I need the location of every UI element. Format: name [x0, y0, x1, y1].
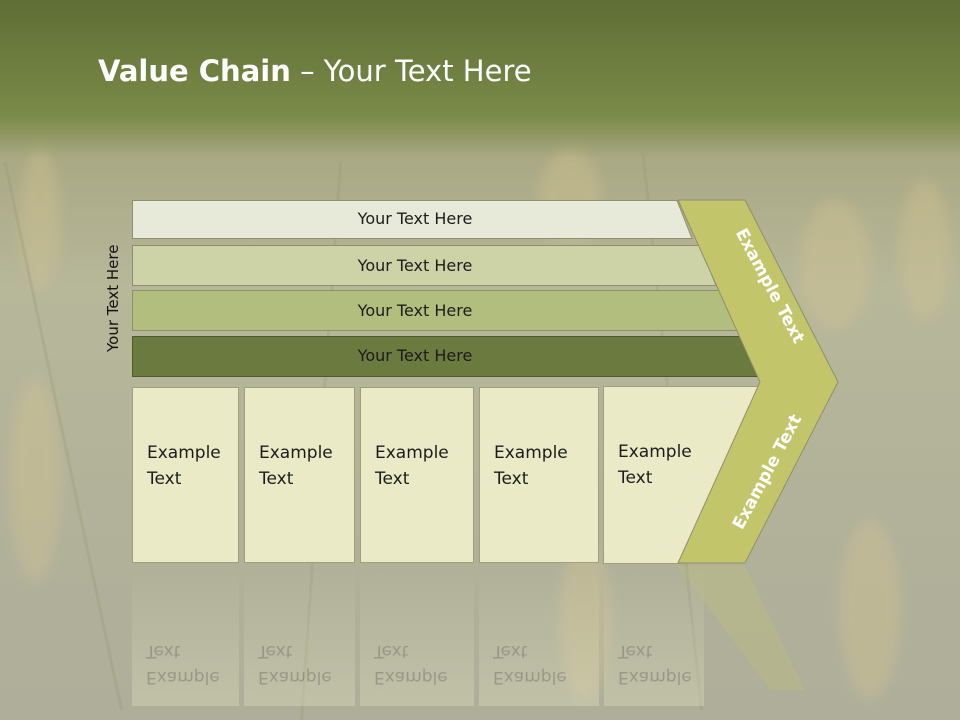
- title-bold: Value Chain: [98, 54, 291, 88]
- box-4-label: Example Text: [494, 443, 568, 489]
- bar-3-label: Your Text Here: [357, 301, 473, 320]
- box-3: Example Text: [360, 387, 474, 563]
- box-5: Example Text: [604, 387, 754, 563]
- box-2-label: Example Text: [259, 443, 333, 489]
- title-rest: – Your Text Here: [290, 54, 532, 88]
- box-2: Example Text: [244, 387, 355, 563]
- bar-1-label: Your Text Here: [357, 209, 473, 228]
- bar-4-label: Your Text Here: [357, 346, 473, 365]
- box-5-label: Example Text: [618, 442, 692, 488]
- box-4-reflection: Example Text: [479, 566, 599, 706]
- bar-2-label: Your Text Here: [357, 256, 473, 275]
- box-3-reflection: Example Text: [360, 566, 474, 706]
- box-1-label: Example Text: [147, 443, 221, 489]
- box-1-reflection: Example Text: [132, 566, 239, 706]
- box-2-reflection: Example Text: [244, 566, 355, 706]
- box-4: Example Text: [479, 387, 599, 563]
- slide-title: Value Chain – Your Text Here: [98, 54, 532, 88]
- box-1: Example Text: [132, 387, 239, 563]
- box-5-reflection: Example Text: [604, 566, 704, 706]
- box-3-label: Example Text: [375, 443, 449, 489]
